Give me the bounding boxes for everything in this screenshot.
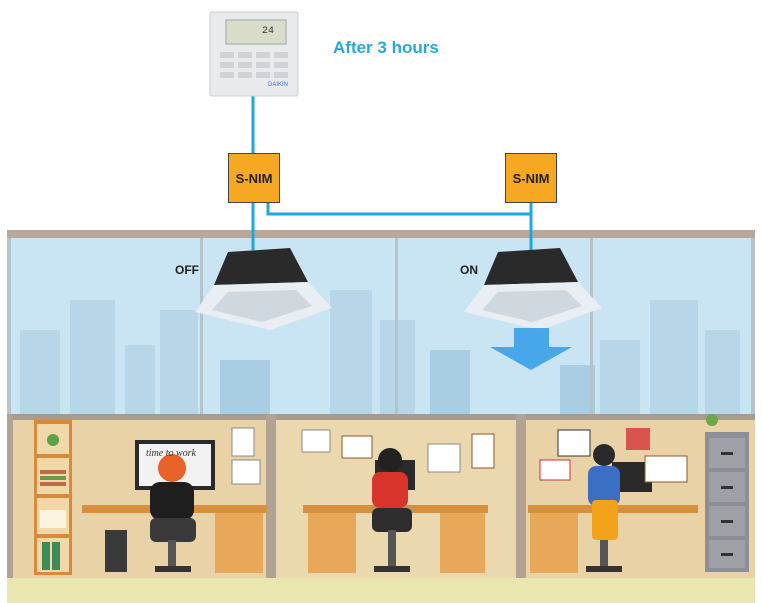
cassette-ac-on	[464, 248, 602, 330]
s-nim-unit-left: S-NIM	[228, 153, 280, 203]
ceiling-beam	[7, 230, 755, 238]
s-nim-unit-right: S-NIM	[505, 153, 557, 203]
worker-left	[150, 454, 196, 572]
worker-middle	[372, 448, 412, 572]
control-wiring	[251, 96, 533, 250]
ac-state-on-label: ON	[460, 263, 478, 277]
bookshelf	[34, 420, 72, 575]
floor	[7, 575, 755, 603]
filing-cabinet	[705, 414, 749, 572]
remote-controller	[209, 11, 299, 97]
pc-tower	[105, 530, 127, 572]
worker-right	[586, 444, 622, 572]
monitor-screen-text: time to work	[146, 448, 196, 459]
wall-posters	[231, 427, 688, 485]
city-skyline	[20, 290, 740, 422]
cassette-ac-off	[195, 248, 332, 330]
controller-temperature-display: 24	[262, 26, 275, 37]
page-title: After 3 hours	[333, 38, 439, 57]
controller-brand-logo: DAIKIN	[268, 82, 289, 88]
cool-airflow-arrow	[490, 328, 572, 370]
ac-state-off-label: OFF	[175, 263, 199, 277]
